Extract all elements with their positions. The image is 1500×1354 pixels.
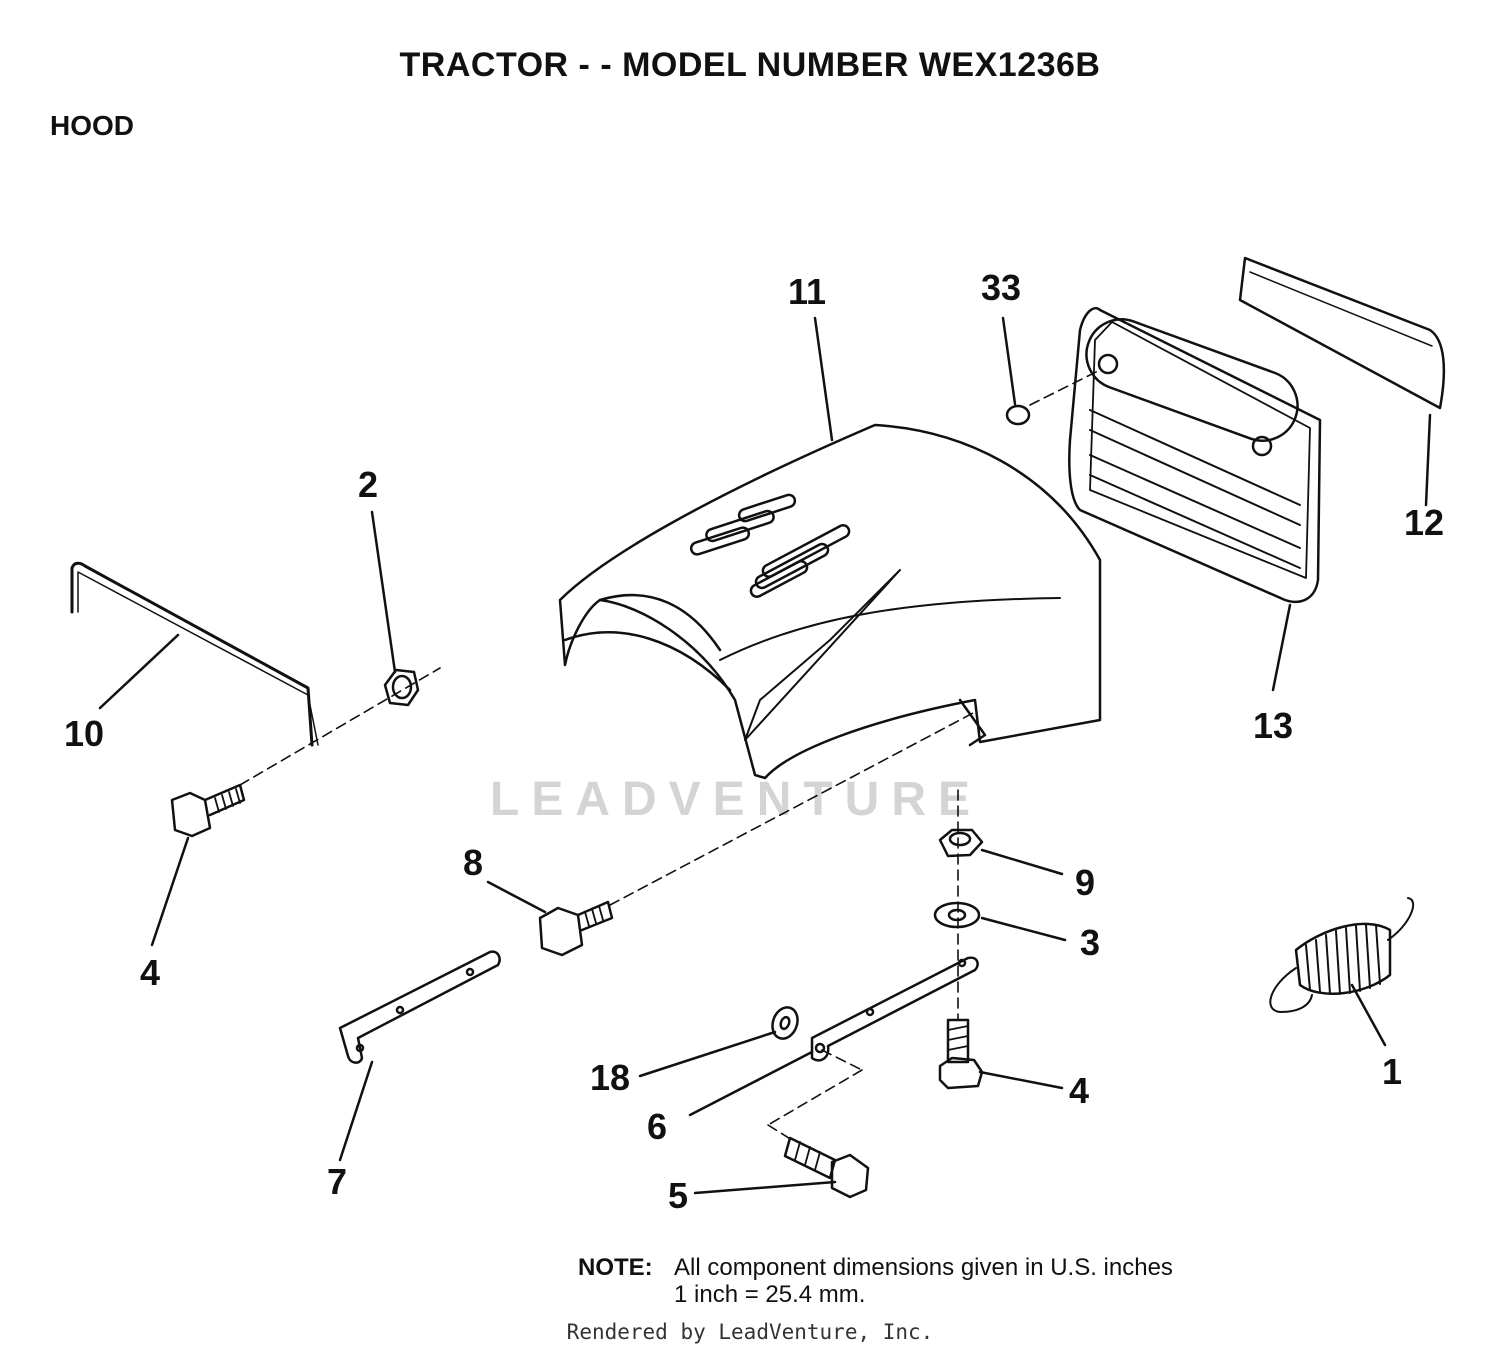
callout-4-left: 4 bbox=[139, 952, 161, 993]
bolt-part-left[interactable] bbox=[170, 783, 246, 838]
note-label: NOTE: bbox=[578, 1254, 653, 1281]
bracket-part-7[interactable] bbox=[338, 950, 501, 1064]
note-line-2: 1 inch = 25.4 mm. bbox=[674, 1281, 866, 1308]
dimension-note: NOTE: All component dimensions given in U… bbox=[578, 1254, 1173, 1308]
callout-7: 7 bbox=[326, 1161, 348, 1202]
callout-3: 3 bbox=[1079, 922, 1101, 963]
callout-10: 10 bbox=[63, 713, 105, 754]
callout-5: 5 bbox=[667, 1175, 689, 1216]
shoulder-bolt-part[interactable] bbox=[783, 1136, 870, 1199]
grille-part[interactable] bbox=[1068, 306, 1322, 604]
callout-1: 1 bbox=[1381, 1051, 1403, 1092]
washer-part-18[interactable] bbox=[768, 1004, 801, 1042]
callout-2: 2 bbox=[357, 464, 379, 505]
trim-strip-part[interactable] bbox=[1238, 256, 1446, 410]
callout-12: 12 bbox=[1403, 502, 1445, 543]
note-line-1: All component dimensions given in U.S. i… bbox=[674, 1254, 1173, 1281]
credit-footer: Rendered by LeadVenture, Inc. bbox=[566, 1320, 934, 1344]
leader-lines bbox=[98, 316, 1432, 1195]
callout-9: 9 bbox=[1074, 862, 1096, 903]
plug-part[interactable] bbox=[1005, 404, 1031, 426]
callout-4-right: 4 bbox=[1068, 1070, 1090, 1111]
hood-part[interactable] bbox=[558, 423, 1102, 780]
callout-18: 18 bbox=[589, 1057, 631, 1098]
callout-8: 8 bbox=[462, 842, 484, 883]
nut-part[interactable] bbox=[383, 668, 420, 707]
callout-6: 6 bbox=[646, 1106, 668, 1147]
section-title: HOOD bbox=[50, 110, 134, 141]
bolt-part-right[interactable] bbox=[938, 1018, 984, 1090]
bolt-part-8[interactable] bbox=[538, 900, 614, 957]
assembly-lines bbox=[239, 369, 1101, 1141]
watermark-text: LEADVENTURE bbox=[490, 773, 983, 826]
bracket-part-6[interactable] bbox=[810, 956, 979, 1062]
support-rod-part[interactable] bbox=[70, 561, 319, 747]
callout-13: 13 bbox=[1252, 705, 1294, 746]
diagram-title: TRACTOR - - MODEL NUMBER WEX1236B bbox=[399, 46, 1101, 84]
hex-nut-part[interactable] bbox=[938, 828, 984, 858]
callout-11: 11 bbox=[787, 271, 827, 312]
spring-part[interactable] bbox=[1269, 897, 1415, 1013]
washer-part-3[interactable] bbox=[933, 901, 981, 929]
callout-33: 33 bbox=[980, 267, 1022, 308]
